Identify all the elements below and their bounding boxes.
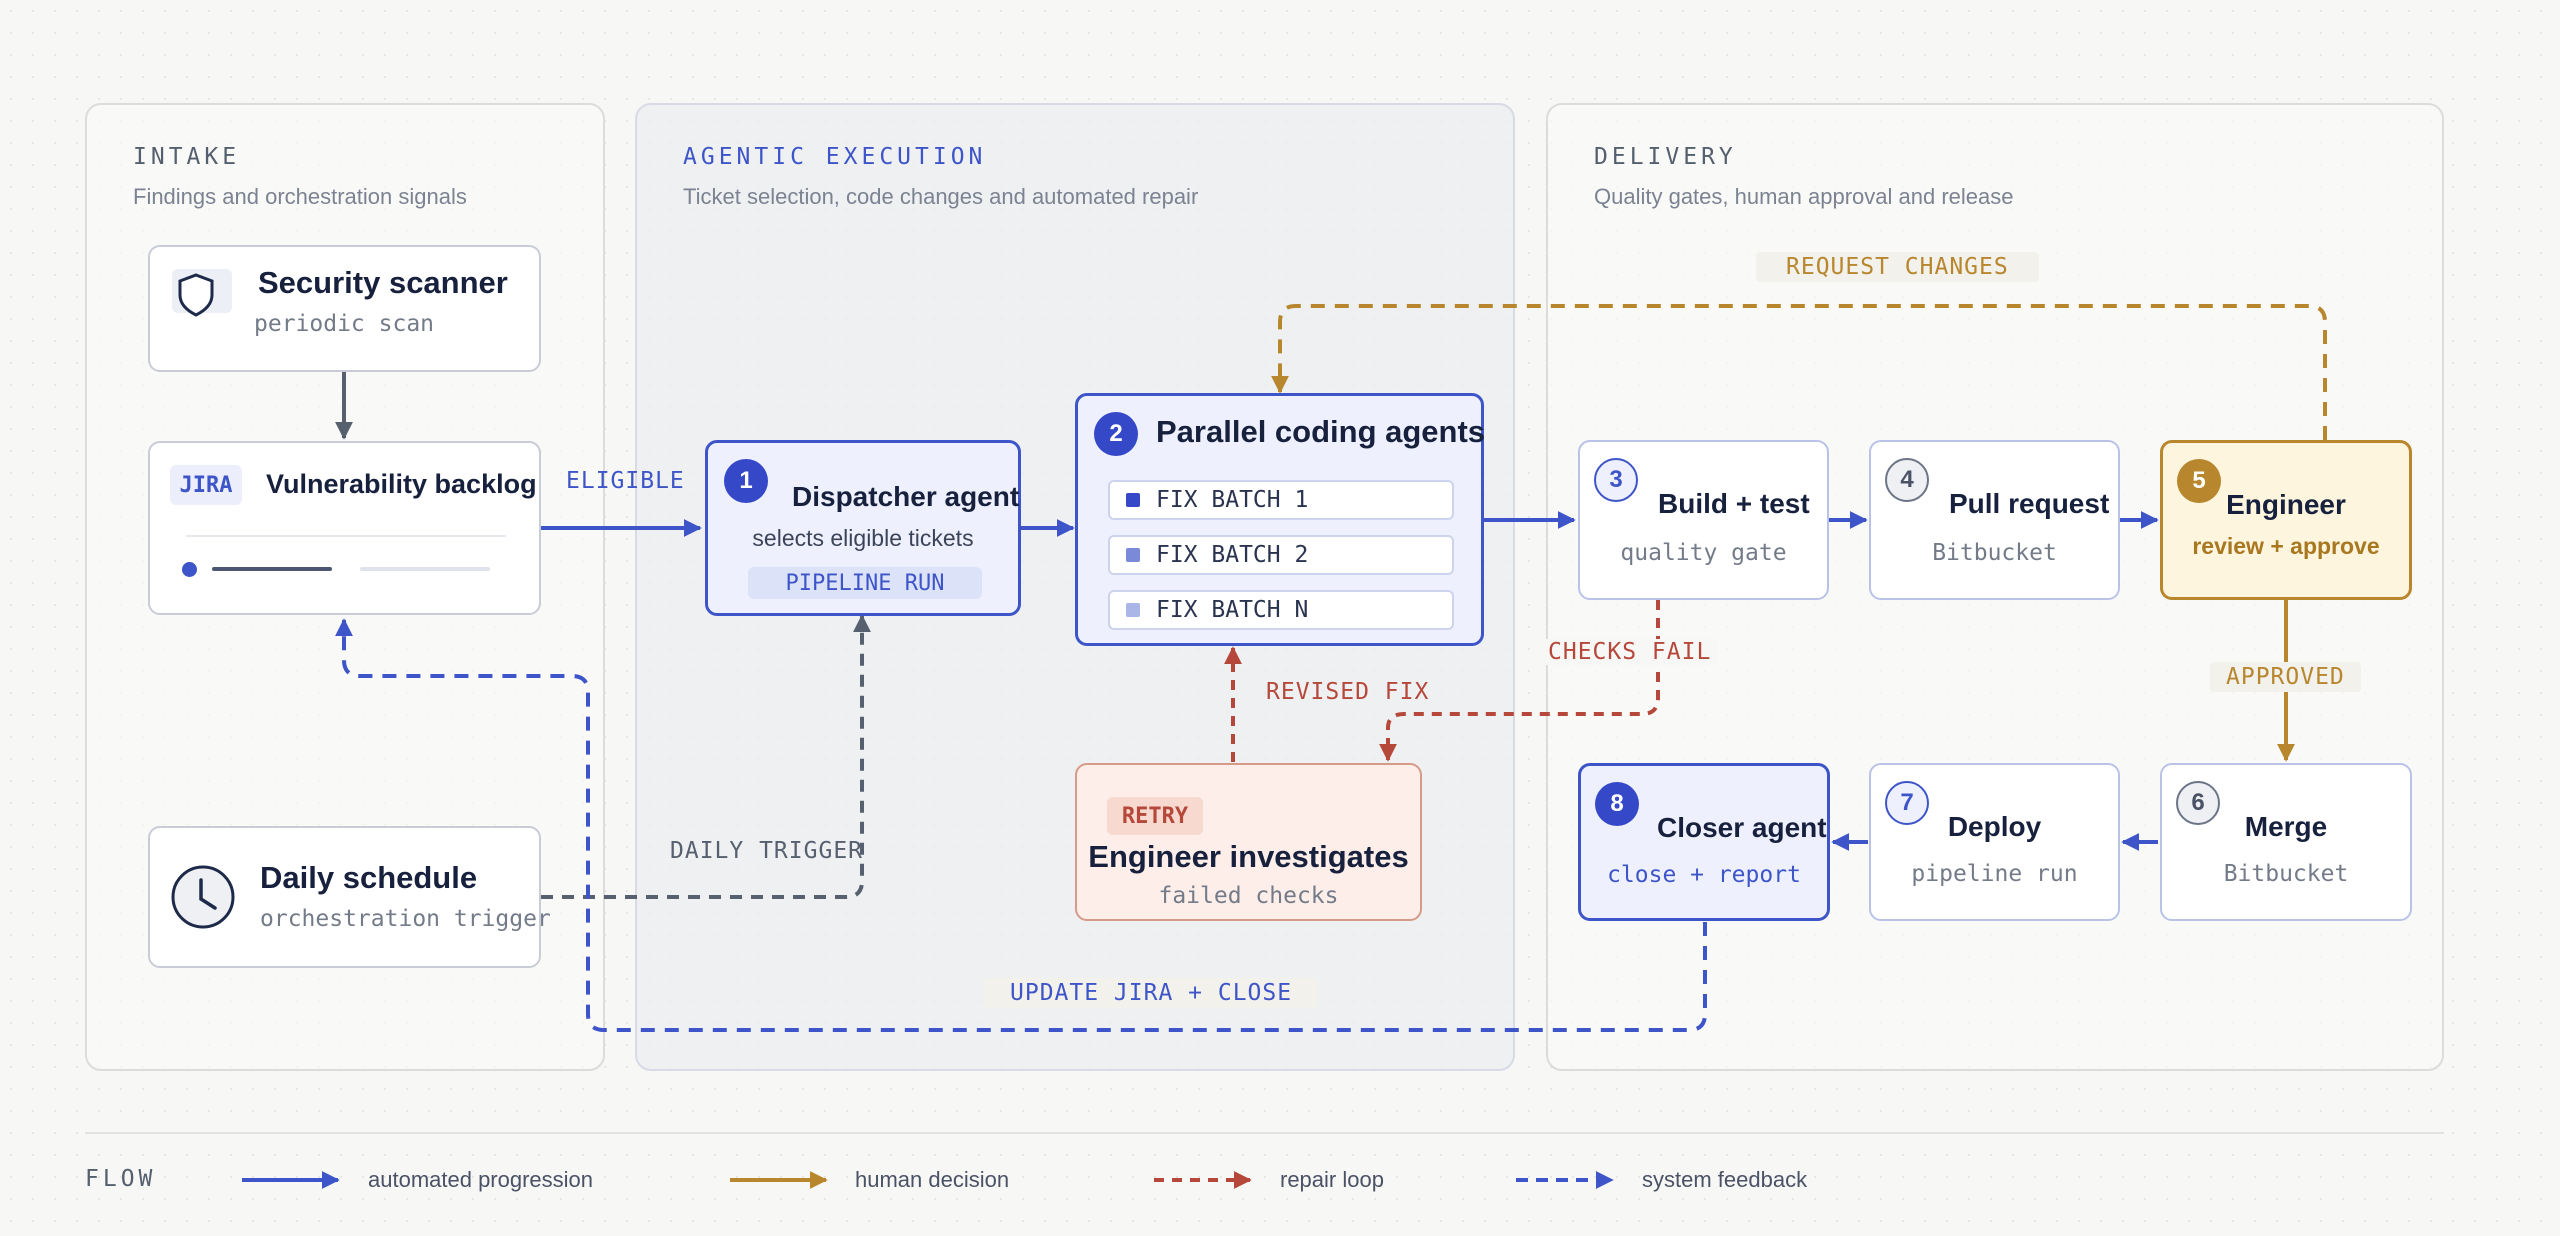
deploy-subtitle: pipeline run xyxy=(1911,861,2078,887)
fix-batch-2[interactable]: FIX BATCH 2 xyxy=(1108,535,1454,575)
scanner-title: Security scanner xyxy=(258,265,508,300)
progress-track xyxy=(360,567,490,571)
request-changes-label: REQUEST CHANGES xyxy=(1756,252,2039,282)
legend-label-feedback: system feedback xyxy=(1642,1167,1808,1192)
edge-request-changes xyxy=(1271,304,2327,440)
daily-trigger-label: DAILY TRIGGER xyxy=(670,838,864,864)
schedule-title: Daily schedule xyxy=(260,860,478,895)
vulnerability-backlog-node[interactable]: JIRA Vulnerability backlog xyxy=(148,441,541,615)
backlog-title: Vulnerability backlog xyxy=(266,469,537,499)
legend-label-automated: automated progression xyxy=(368,1167,594,1192)
batch-marker xyxy=(1126,548,1140,562)
deploy-title: Deploy xyxy=(1947,811,2042,842)
edge-update-jira xyxy=(335,618,1707,1032)
delivery-title: DELIVERY xyxy=(1594,144,1737,170)
step-badge-7: 7 xyxy=(1885,781,1929,825)
pr-subtitle: Bitbucket xyxy=(1932,540,2057,566)
edge-checks-fail xyxy=(1379,600,1660,762)
legend-divider xyxy=(85,1132,2444,1134)
legend-label-human: human decision xyxy=(855,1167,1010,1192)
step-badge-5: 5 xyxy=(2177,459,2221,503)
legend-swatches xyxy=(242,1171,1614,1189)
engineer-title: Engineer xyxy=(2226,489,2346,520)
engineer-subtitle: review + approve xyxy=(2192,533,2380,559)
eligible-label: ELIGIBLE xyxy=(566,468,685,494)
delivery-subtitle: Quality gates, human approval and releas… xyxy=(1594,184,2014,209)
pull-request-node[interactable]: 4 Pull request Bitbucket xyxy=(1869,440,2120,600)
retry-tag: RETRY xyxy=(1107,797,1203,835)
pipeline-run-chip: PIPELINE RUN xyxy=(748,567,982,599)
build-subtitle: quality gate xyxy=(1620,540,1787,566)
approved-label: APPROVED xyxy=(2210,662,2361,692)
batch-label: FIX BATCH N xyxy=(1156,597,1309,623)
step-badge-2: 2 xyxy=(1094,412,1138,456)
parallel-title: Parallel coding agents xyxy=(1156,414,1486,449)
build-test-node[interactable]: 3 Build + test quality gate xyxy=(1578,440,1829,600)
revised-fix-label: REVISED FIX xyxy=(1266,679,1430,705)
pr-title: Pull request xyxy=(1949,488,2110,519)
batch-marker xyxy=(1126,493,1140,507)
batch-marker xyxy=(1126,603,1140,617)
dispatcher-agent-node[interactable]: 1 Dispatcher agent selects eligible tick… xyxy=(705,440,1021,616)
engineer-investigates-node[interactable]: RETRY Engineer investigates failed check… xyxy=(1075,763,1422,921)
closer-subtitle: close + report xyxy=(1607,862,1801,888)
deploy-node[interactable]: 7 Deploy pipeline run xyxy=(1869,763,2120,921)
checks-fail-label: CHECKS FAIL xyxy=(1542,639,1718,665)
security-scanner-node[interactable]: Security scanner periodic scan xyxy=(148,245,541,372)
agentic-subtitle: Ticket selection, code changes and autom… xyxy=(683,184,1199,209)
schedule-subtitle: orchestration trigger xyxy=(260,906,551,932)
legend-title: FLOW xyxy=(85,1166,157,1192)
divider xyxy=(186,535,506,537)
step-badge-4: 4 xyxy=(1885,458,1929,502)
investigate-title: Engineer investigates xyxy=(1088,839,1409,874)
investigate-subtitle: failed checks xyxy=(1158,883,1339,909)
merge-node[interactable]: 6 Merge Bitbucket xyxy=(2160,763,2412,921)
merge-subtitle: Bitbucket xyxy=(2223,861,2349,887)
merge-title: Merge xyxy=(2244,811,2328,842)
jira-tag: JIRA xyxy=(170,465,242,505)
step-badge-6: 6 xyxy=(2176,781,2220,825)
dispatcher-subtitle: selects eligible tickets xyxy=(752,525,974,551)
intake-title: INTAKE xyxy=(133,144,241,170)
scanner-subtitle: periodic scan xyxy=(254,311,435,337)
clock-icon xyxy=(170,864,236,935)
progress-line xyxy=(212,567,332,571)
step-badge-8: 8 xyxy=(1595,782,1639,826)
closer-title: Closer agent xyxy=(1657,812,1827,843)
engineer-review-node[interactable]: 5 Engineer review + approve xyxy=(2160,440,2412,600)
batch-label: FIX BATCH 1 xyxy=(1156,487,1309,513)
agentic-title: AGENTIC EXECUTION xyxy=(683,144,987,170)
dispatcher-title: Dispatcher agent xyxy=(792,481,1020,512)
shield-icon xyxy=(172,269,232,317)
fix-batch-n[interactable]: FIX BATCH N xyxy=(1108,590,1454,630)
edge-daily-trigger xyxy=(541,614,871,899)
parallel-coding-agents-node[interactable]: 2 Parallel coding agents FIX BATCH 1 FIX… xyxy=(1075,393,1486,646)
update-jira-label: UPDATE JIRA + CLOSE xyxy=(984,978,1319,1008)
build-title: Build + test xyxy=(1658,488,1810,519)
intake-subtitle: Findings and orchestration signals xyxy=(133,184,467,209)
step-badge-1: 1 xyxy=(724,459,768,503)
legend-label-repair: repair loop xyxy=(1280,1167,1384,1192)
fix-batch-1[interactable]: FIX BATCH 1 xyxy=(1108,480,1454,520)
status-dot xyxy=(182,562,197,577)
batch-label: FIX BATCH 2 xyxy=(1156,542,1309,568)
daily-schedule-node[interactable]: Daily schedule orchestration trigger xyxy=(148,826,551,968)
step-badge-3: 3 xyxy=(1594,458,1638,502)
closer-agent-node[interactable]: 8 Closer agent close + report xyxy=(1578,763,1830,921)
